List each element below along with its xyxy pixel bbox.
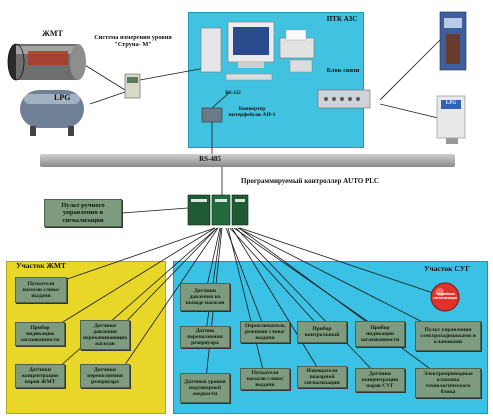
- manual-control-panel: Пульт ручного управления и сигнализации: [44, 199, 122, 227]
- sug-mode-switch: Переключатель режимов слива/выдачи: [240, 321, 290, 343]
- converter-label: Конвертер интерфейсов АИ-1: [228, 106, 276, 118]
- plc-controller-icon: [187, 194, 249, 226]
- sug-bottom-liquid-sensors: Датчики уровня подтоварной жидкости: [180, 373, 230, 403]
- sug-pump-starters: Пускатели насосов слива/выдачи: [240, 368, 290, 390]
- rs485-bus: [40, 154, 455, 167]
- computer-icon: [200, 21, 275, 81]
- zhmt-pump-starters: Пускатели насосов слива/выдачи: [15, 277, 67, 303]
- sug-gas-indicator: Прибор индикации загазованности: [355, 321, 405, 347]
- level-meter-icon: [124, 73, 141, 99]
- sug-vapor-sensors: Датчики концентрации паров СУГ: [355, 368, 405, 392]
- rs485-label: RS-485: [199, 155, 221, 163]
- alarm-label: Аварийная сигнализация: [433, 292, 457, 300]
- sug-electric-valves: Электроприводные клапаны технологическог…: [415, 368, 481, 398]
- lpg-dispenser-icon: [436, 95, 466, 144]
- controller-title: Программируемый контроллер AUTO PLC: [241, 177, 379, 185]
- alarm-light-icon: [430, 282, 460, 312]
- zhmt-pump-pressure-sensors: Датчики давления перекачивающих насосов: [80, 320, 130, 350]
- sug-pump-pressure-sensors: Датчики давления на выходе насосов: [180, 283, 230, 311]
- sug-control-device: Прибор контрольный: [297, 321, 347, 343]
- sug-fire-detectors: Извещатели пожарной сигнализации: [297, 366, 347, 388]
- sug-valve-control-panel: Пульт управления электрозадвижками и кла…: [415, 321, 481, 351]
- zhmt-section-title: Участок ЖМТ: [16, 261, 66, 270]
- level-system-label: Система измерения уровня "Струна- М": [94, 34, 172, 48]
- zhmt-tank-icon: [7, 43, 86, 81]
- zhmt-overflow-sensors: Датчики переполнения резервуара: [80, 364, 130, 388]
- zhmt-vapor-sensors: Датчики концентрации паров ЖМТ: [15, 364, 65, 388]
- rs232-label: RS-232: [225, 91, 241, 96]
- converter-icon: [201, 107, 223, 123]
- zhmt-tank-label: ЖМТ: [42, 29, 63, 38]
- sug-section-title: Участок СУГ: [424, 264, 470, 273]
- printer-icon: [279, 29, 315, 73]
- ptk-azs-title: ПТК АЗС: [326, 15, 358, 23]
- zhmt-gas-indicator: Прибор индикации загазованности: [15, 322, 65, 346]
- lpg-dispenser-label: LPG: [445, 101, 457, 106]
- comm-block-icon: [317, 89, 371, 109]
- lpg-tank-label: LPG: [54, 93, 71, 102]
- comm-block-label: Блок связи: [326, 67, 360, 74]
- lpg-tank-icon: [20, 90, 84, 136]
- sug-overflow-sensor: Датчик переполнения резервуара: [180, 326, 230, 348]
- fuel-dispenser-icon: [439, 11, 467, 71]
